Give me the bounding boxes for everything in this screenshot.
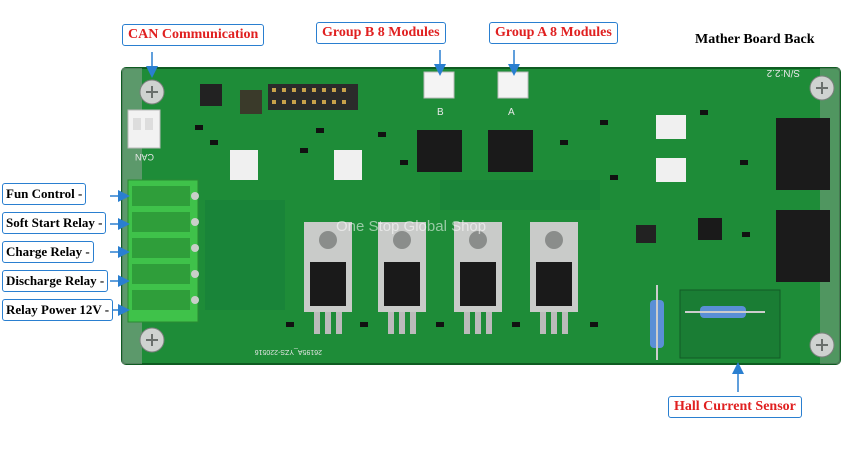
relay-lower xyxy=(776,210,830,282)
mounting-screw xyxy=(809,75,835,101)
pcb-sn-text: S/N:2.2 xyxy=(766,67,800,78)
hall-sensor-area xyxy=(679,289,781,359)
mounting-screw xyxy=(809,332,835,358)
label-group-b: Group B 8 Modules xyxy=(316,22,446,44)
pin-header xyxy=(268,84,358,110)
label-can-communication: CAN Communication xyxy=(122,24,265,46)
pcb-b-text: B xyxy=(437,107,444,118)
mosfet-row xyxy=(304,222,578,334)
pcb-model-text: 26195A_YZS-220516 xyxy=(255,348,322,355)
label-fun-control: Fun Control - xyxy=(2,183,87,205)
label-charge-relay: Charge Relay - xyxy=(2,241,94,263)
watermark: One Stop Global Shop xyxy=(336,218,487,235)
label-relay-power: Relay Power 12V - xyxy=(2,299,114,321)
group-a-connector xyxy=(497,71,529,99)
label-hall-sensor: Hall Current Sensor xyxy=(668,396,802,418)
can-connector xyxy=(127,109,161,149)
pcb-board xyxy=(122,68,840,364)
label-soft-start: Soft Start Relay - xyxy=(2,212,107,234)
pcb-a-text: A xyxy=(508,107,515,118)
group-b-connector xyxy=(423,71,455,99)
label-board-back: Mather Board Back xyxy=(695,32,815,47)
ic-group-a xyxy=(488,130,533,172)
label-group-a: Group A 8 Modules xyxy=(489,22,618,44)
mounting-screw xyxy=(139,79,165,105)
mounting-screw xyxy=(139,327,165,353)
ic-group-b xyxy=(417,130,462,172)
label-discharge-relay: Discharge Relay - xyxy=(2,270,109,292)
relay-upper xyxy=(776,118,830,190)
pcb-can-text: CAN xyxy=(135,152,154,162)
